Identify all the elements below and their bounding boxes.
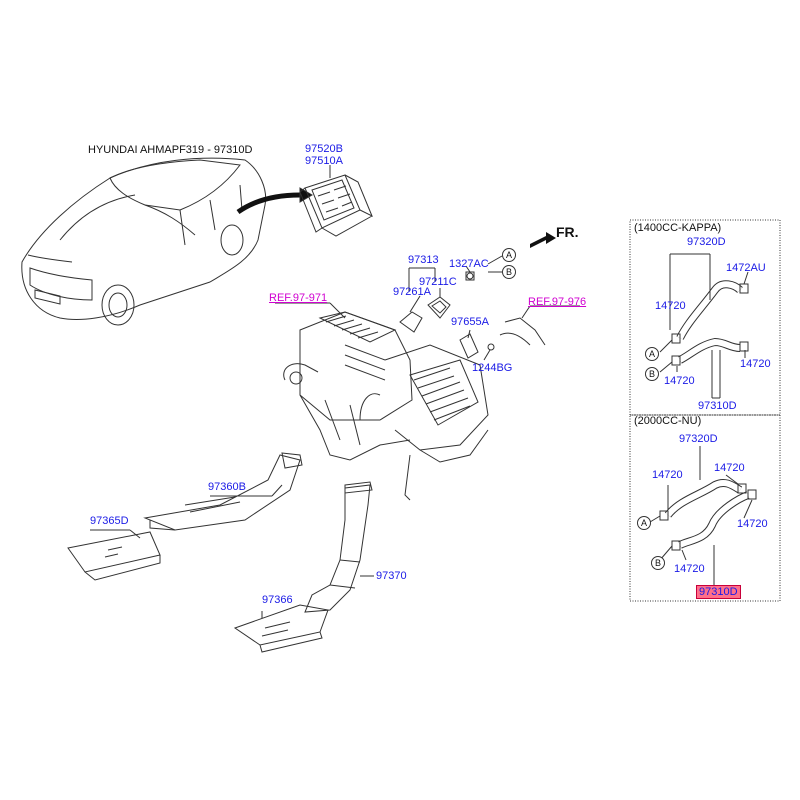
part-97510A[interactable]: 97510A <box>305 155 343 167</box>
kappa-hoses <box>671 280 749 366</box>
kappa-part-97310D[interactable]: 97310D <box>698 400 737 412</box>
part-1244BG[interactable]: 1244BG <box>472 362 513 374</box>
kappa-hose-14720-c[interactable]: 14720 <box>664 375 695 387</box>
kappa-marker-a: A <box>645 347 659 361</box>
nu-hoses <box>659 478 757 551</box>
part-97365D[interactable]: 97365D <box>90 515 129 527</box>
duct-97360B <box>143 452 303 531</box>
reference-97-971[interactable]: REF.97-971 <box>269 292 328 304</box>
air-intake-grille <box>299 174 373 237</box>
part-97313[interactable]: 97313 <box>408 254 439 266</box>
part-97360B[interactable]: 97360B <box>208 481 246 493</box>
nu-hose-14720-b[interactable]: 14720 <box>714 462 745 474</box>
kappa-panel-title: (1400CC-KAPPA) <box>634 222 722 234</box>
front-direction-label: FR. <box>556 224 579 240</box>
gasket-97261A <box>399 311 423 333</box>
nu-panel-title: (2000CC-NU) <box>634 415 702 427</box>
nu-marker-b: B <box>651 556 665 570</box>
nu-hose-14720-d[interactable]: 14720 <box>674 563 705 575</box>
nu-hose-14720-c[interactable]: 14720 <box>737 518 768 530</box>
part-97261A[interactable]: 97261A <box>393 286 431 298</box>
part-97655A[interactable]: 97655A <box>451 316 489 328</box>
marker-a: A <box>502 248 516 262</box>
duct-97370 <box>304 481 373 613</box>
kappa-panel-border <box>629 219 781 416</box>
kappa-hose-14720-b[interactable]: 14720 <box>740 358 771 370</box>
nu-marker-a: A <box>637 516 651 530</box>
duct-97366 <box>233 604 329 653</box>
nu-panel-border <box>629 414 781 602</box>
reference-97-976[interactable]: REF.97-976 <box>528 296 587 308</box>
part-1327AC[interactable]: 1327AC <box>449 258 489 270</box>
nu-part-97320D[interactable]: 97320D <box>679 433 718 445</box>
kappa-marker-b: B <box>645 367 659 381</box>
part-97366[interactable]: 97366 <box>262 594 293 606</box>
car-illustration <box>21 157 267 326</box>
marker-b: B <box>502 265 516 279</box>
part-97370[interactable]: 97370 <box>376 570 407 582</box>
kappa-part-1472AU[interactable]: 1472AU <box>726 262 766 274</box>
duct-97365D <box>67 531 161 581</box>
part-97211C[interactable]: 97211C <box>419 276 457 288</box>
nu-hose-14720-a[interactable]: 14720 <box>652 469 683 481</box>
nu-part-97310D-highlighted[interactable]: 97310D <box>696 585 741 599</box>
hvac-heater-unit <box>283 311 489 501</box>
kappa-part-97320D[interactable]: 97320D <box>687 236 726 248</box>
kappa-hose-14720-a[interactable]: 14720 <box>655 300 686 312</box>
diagram-title: HYUNDAI AHMAPF319 - 97310D <box>88 144 253 156</box>
part-97520B[interactable]: 97520B <box>305 143 343 155</box>
